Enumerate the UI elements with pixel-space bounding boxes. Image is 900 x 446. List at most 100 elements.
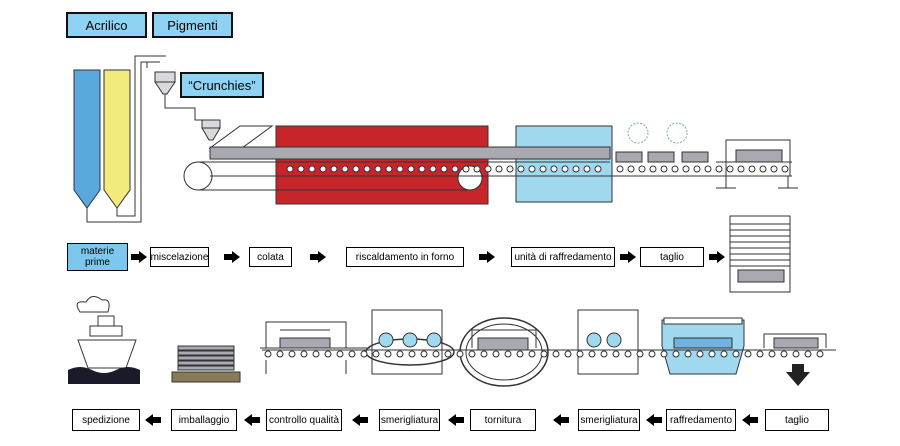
roller [360, 350, 368, 358]
roller [396, 165, 404, 173]
cutting-table-2 [756, 333, 836, 386]
roller [583, 165, 591, 173]
sheet-stack [729, 215, 791, 293]
roller [492, 350, 500, 358]
step-spedizione: spedizione [72, 409, 140, 431]
roller [528, 350, 536, 358]
roller [804, 350, 812, 358]
roller [418, 165, 426, 173]
roller [693, 165, 701, 173]
roller [484, 165, 492, 173]
arrow-right-icon [620, 251, 636, 263]
roller [420, 350, 428, 358]
roller [372, 350, 380, 358]
roller [672, 350, 680, 358]
roller [440, 165, 448, 173]
roller [748, 165, 756, 173]
roller [462, 165, 470, 173]
oven [275, 125, 489, 205]
packed-sheet [177, 345, 235, 351]
cut-sheets [615, 151, 709, 163]
roller [759, 165, 767, 173]
arrow-left-icon [742, 414, 758, 426]
roller [308, 165, 316, 173]
roller [627, 165, 635, 173]
arrow-right-icon [224, 251, 240, 263]
step-smerigliatura-1: smerigliatura [379, 409, 440, 431]
roller [480, 350, 488, 358]
roller [561, 165, 569, 173]
main-conveyor [198, 146, 792, 191]
roller [768, 350, 776, 358]
step-miscelazione: miscelazione [150, 247, 209, 267]
packaged-stack [171, 345, 241, 383]
roller [319, 165, 327, 173]
roller [600, 350, 608, 358]
roller [616, 165, 624, 173]
acrilico-label: Acrilico [66, 12, 147, 38]
arrow-left-icon [646, 414, 662, 426]
roller [468, 350, 476, 358]
roller [432, 350, 440, 358]
roller [352, 165, 360, 173]
roller [744, 350, 752, 358]
conveyor-rollers [286, 165, 789, 173]
ship [68, 296, 140, 384]
cooling-bath [661, 317, 745, 375]
roller [408, 350, 416, 358]
roller [276, 350, 284, 358]
packed-sheet [177, 355, 235, 361]
step-taglio-1: taglio [640, 247, 704, 267]
roller [781, 165, 789, 173]
roller [539, 165, 547, 173]
packed-sheet [177, 360, 235, 366]
roller [517, 165, 525, 173]
roller [288, 350, 296, 358]
roller [528, 165, 536, 173]
roller [330, 165, 338, 173]
roller [684, 350, 692, 358]
roller [638, 165, 646, 173]
roller [495, 165, 503, 173]
roller [300, 350, 308, 358]
roller [792, 350, 800, 358]
roller [624, 350, 632, 358]
step-controllo-qualita: controllo qualità [266, 409, 342, 431]
arrow-right-icon [709, 251, 725, 263]
arrow-left-icon [448, 414, 464, 426]
feed-pipes [86, 55, 166, 223]
roller [473, 165, 481, 173]
cooling-unit [515, 125, 613, 203]
step-smerigliatura-2: smerigliatura [578, 409, 640, 431]
arrow-right-icon [131, 251, 147, 263]
roller [264, 350, 272, 358]
roller [576, 350, 584, 358]
roller [429, 165, 437, 173]
step-tornitura: tornitura [470, 409, 536, 431]
roller [374, 165, 382, 173]
roller [704, 165, 712, 173]
step-raffredamento: raffredamento [666, 409, 736, 431]
roller [612, 350, 620, 358]
arrow-left-icon [553, 414, 569, 426]
roller [363, 165, 371, 173]
step-imballaggio: imballaggio [171, 409, 237, 431]
roller [682, 165, 690, 173]
roller [588, 350, 596, 358]
roller [312, 350, 320, 358]
arrow-right-icon [479, 251, 495, 263]
acrylic-silo [73, 69, 101, 209]
packed-sheet [177, 350, 235, 356]
roller [396, 350, 404, 358]
roller [506, 165, 514, 173]
step-unita-raffreddamento: unità di raffredamento [511, 247, 615, 267]
pigment-silo [103, 69, 131, 209]
roller [444, 350, 452, 358]
roller [516, 350, 524, 358]
roller [384, 350, 392, 358]
roller [770, 165, 778, 173]
roller [550, 165, 558, 173]
roller [348, 350, 356, 358]
sanding-unit-2 [577, 309, 639, 375]
roller [456, 350, 464, 358]
